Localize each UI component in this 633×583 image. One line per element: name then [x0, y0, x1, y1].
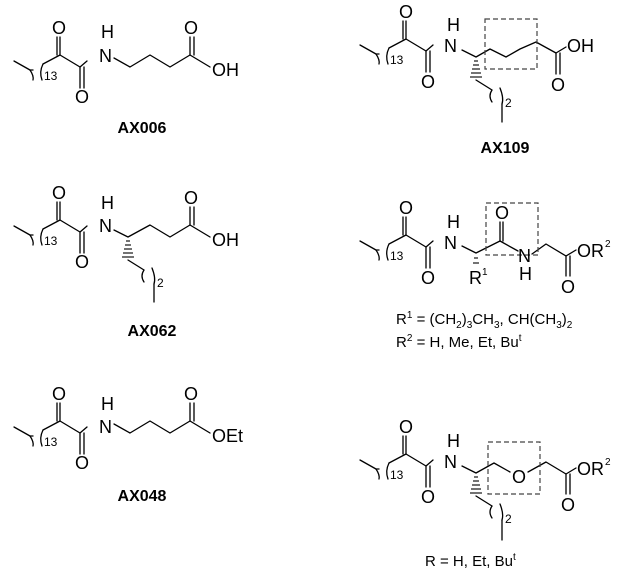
- ester-superscript: 2: [605, 457, 611, 468]
- acid-carbonyl-oxygen: O: [184, 188, 198, 208]
- ketone-oxygen: O: [52, 183, 66, 203]
- r1-substituent: R: [469, 268, 482, 288]
- r1-superscript: 1: [482, 267, 488, 278]
- stereo-hash-bond: [470, 476, 482, 494]
- compound-ax062: O 13 O H N 2 O OH AX062: [13, 183, 239, 340]
- boxed-carbonyl-oxygen: O: [495, 203, 509, 223]
- amide-hydrogen: H: [447, 431, 460, 451]
- stereo-hash-bond: [470, 60, 482, 78]
- stereo-hash-bond: [473, 257, 479, 264]
- amide-oxygen: O: [421, 268, 435, 288]
- repeat-subscript: 13: [44, 435, 58, 449]
- ester-end-group: OEt: [212, 426, 243, 446]
- ester-superscript: 2: [605, 239, 611, 250]
- amide-hydrogen: H: [447, 212, 460, 232]
- side-chain-subscript: 2: [157, 276, 164, 290]
- compound-label-ax048: AX048: [118, 488, 167, 505]
- acid-end-group: OH: [567, 36, 594, 56]
- repeat-subscript: 13: [390, 53, 404, 67]
- acid-end-group: OH: [212, 230, 239, 250]
- amide-hydrogen: H: [101, 22, 114, 42]
- amide-nitrogen: N: [99, 417, 112, 437]
- acid-end-group: OH: [212, 60, 239, 80]
- amide-nitrogen: N: [444, 233, 457, 253]
- amide-oxygen: O: [75, 252, 89, 272]
- amide-hydrogen: H: [101, 394, 114, 414]
- ester-carbonyl-oxygen: O: [561, 495, 575, 515]
- highlight-box: [484, 18, 538, 70]
- compound-label-ax109: AX109: [481, 140, 530, 157]
- amide-oxygen: O: [75, 453, 89, 473]
- ketone-oxygen: O: [52, 384, 66, 404]
- stereo-hash-bond: [122, 240, 134, 258]
- amide-hydrogen: H: [447, 15, 460, 35]
- amide-nitrogen: N: [444, 36, 457, 56]
- compound-ax109: O 13 O H N 2 OH O AX109: [359, 2, 594, 157]
- amide-oxygen: O: [421, 487, 435, 507]
- acid-carbonyl-oxygen: O: [551, 75, 565, 95]
- side-chain-subscript: 2: [505, 96, 512, 110]
- amide-nitrogen: N: [99, 216, 112, 236]
- repeat-subscript: 13: [44, 69, 58, 83]
- ester-end-group: OR: [577, 459, 604, 479]
- side-chain-subscript: 2: [505, 512, 512, 526]
- amide-oxygen: O: [75, 87, 89, 107]
- r-definition: R = H, Et, But: [425, 552, 516, 570]
- ether-oxygen: O: [512, 467, 526, 487]
- compound-ax006: O 13 O H N O OH AX006: [13, 18, 239, 137]
- ketone-oxygen: O: [52, 18, 66, 38]
- highlight-box: [487, 441, 541, 495]
- repeat-subscript: 13: [44, 234, 58, 248]
- ester-end-group: OR: [577, 241, 604, 261]
- amide-nitrogen: N: [99, 46, 112, 66]
- repeat-subscript: 13: [390, 468, 404, 482]
- compound-ether-analog: O 13 O H N O 2 OR 2 O R = H, Et, But: [359, 417, 611, 570]
- amide-oxygen: O: [421, 72, 435, 92]
- amide-hydrogen: H: [101, 193, 114, 213]
- ketone-oxygen: O: [399, 417, 413, 437]
- highlight-box: [485, 202, 539, 256]
- amide-nitrogen: N: [444, 452, 457, 472]
- ketone-oxygen: O: [399, 2, 413, 22]
- compound-ax048: O 13 O H N O OEt AX048: [13, 384, 243, 505]
- repeat-subscript: 13: [390, 249, 404, 263]
- compound-peptide-analog: O 13 O H N R 1 O N H OR 2 O R1 = (CH2)3C…: [359, 198, 611, 351]
- ester-carbonyl-oxygen: O: [561, 277, 575, 297]
- ketone-oxygen: O: [399, 198, 413, 218]
- compound-label-ax006: AX006: [118, 120, 167, 137]
- r1-definition: R1 = (CH2)3CH3, CH(CH3)2: [396, 310, 573, 331]
- boxed-amide-hydrogen: H: [519, 264, 532, 284]
- r2-definition: R2 = H, Me, Et, But: [396, 333, 522, 351]
- ester-carbonyl-oxygen: O: [184, 384, 198, 404]
- compound-label-ax062: AX062: [128, 323, 177, 340]
- acid-carbonyl-oxygen: O: [184, 18, 198, 38]
- boxed-amide-nitrogen: N: [518, 246, 531, 266]
